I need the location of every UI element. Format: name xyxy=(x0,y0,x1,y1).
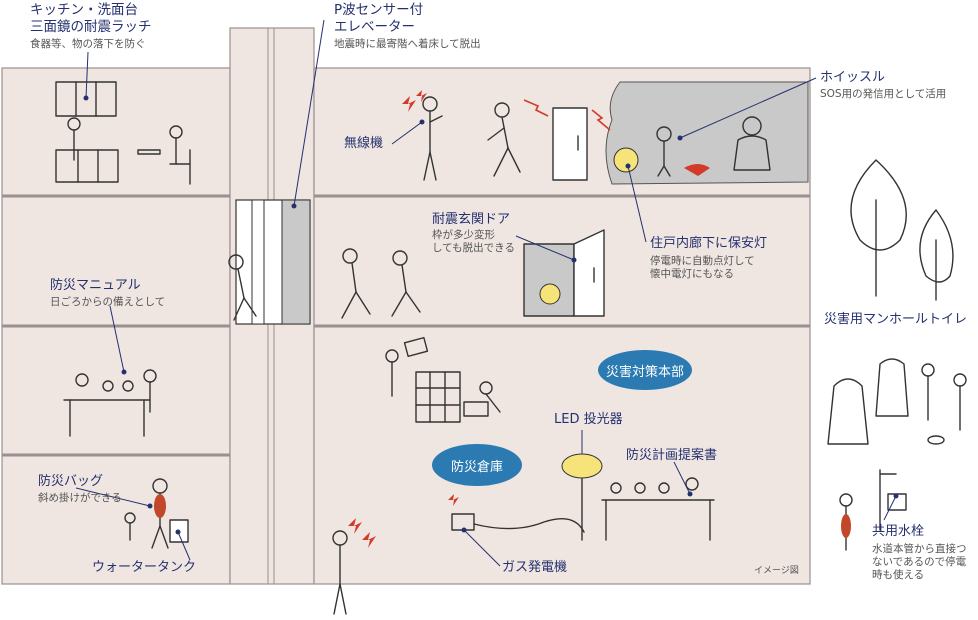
leader-lines xyxy=(75,19,899,567)
elevator-title: P波センサー付 エレベーター xyxy=(334,2,424,35)
kitchen-latch-title: キッチン・洗面台 三面鏡の耐震ラッチ xyxy=(30,2,152,35)
manhole-toilet-label: 災害用マンホールトイレ xyxy=(824,312,968,327)
elevator-desc: 地震時に最寄階へ着床して脱出 xyxy=(334,38,481,50)
bag-desc: 斜め掛けができる xyxy=(38,492,122,504)
manhole-toilet-scene xyxy=(827,358,967,445)
family-scene xyxy=(63,369,157,437)
generator-label: ガス発電機 xyxy=(502,560,568,575)
door-desc: 枠が多少変形 しても脱出できる xyxy=(432,229,515,255)
outside-figure xyxy=(332,530,348,615)
led-floodlight-glow xyxy=(561,453,603,479)
elevator-rider xyxy=(228,254,257,321)
door-title: 耐震玄関ドア xyxy=(432,212,511,227)
security-light-desc: 停電時に自動点灯して 懐中電灯にもなる xyxy=(650,255,755,281)
hydrant-person-bag xyxy=(841,514,851,538)
security-light-glow-top xyxy=(613,147,639,173)
radio-label: 無線機 xyxy=(344,136,384,151)
kitchen-latch-desc: 食器等、物の落下を防ぐ xyxy=(30,38,146,50)
manual-desc: 日ごろからの備えとして xyxy=(50,296,166,308)
whistle-title: ホイッスル xyxy=(820,70,886,85)
bag-title: 防災バッグ xyxy=(38,474,104,489)
plan-label: 防災計画提案書 xyxy=(626,448,718,463)
security-light-title: 住戸内廊下に保安灯 xyxy=(650,236,768,251)
signal-marks xyxy=(348,90,710,548)
image-note: イメージ図 xyxy=(754,566,799,576)
trees xyxy=(850,159,954,301)
elevator-car xyxy=(235,199,311,325)
radio-scene xyxy=(422,96,588,181)
led-floodlight-label: LED 投光器 xyxy=(554,412,623,427)
hydrant-desc: 水道本管から直接つ ないであるので停電 時も使える xyxy=(872,543,967,582)
dark-room xyxy=(605,81,809,185)
water-tank-label: ウォータータンク xyxy=(92,560,197,575)
hq-badge: 災害対策本部 xyxy=(598,350,692,390)
kitchen-scene xyxy=(55,81,191,185)
dark-room-figures xyxy=(656,116,771,177)
whistle-desc: SOS用の発信用として活用 xyxy=(820,88,947,100)
hydrant-title: 共用水栓 xyxy=(872,524,925,539)
warehouse-badge: 防災倉庫 xyxy=(432,444,522,486)
bag-strap xyxy=(154,494,166,518)
manual-title: 防災マニュアル xyxy=(50,278,141,293)
security-light-glow-door xyxy=(539,283,561,305)
